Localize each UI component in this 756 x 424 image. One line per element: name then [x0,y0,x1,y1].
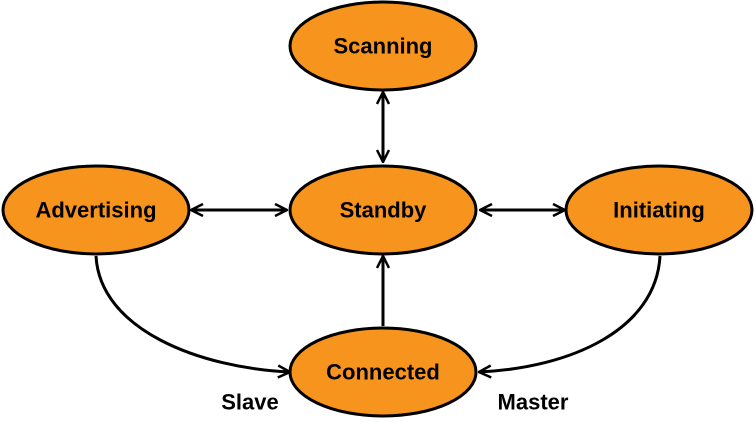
node-scanning-label: Scanning [333,34,432,59]
edge-advertising-connected [94,255,290,372]
node-connected: Connected [288,326,478,418]
node-advertising: Advertising [1,164,191,256]
node-standby: Standby [288,164,478,256]
edge-label-master: Master [498,390,569,415]
edge-initiating-connected [479,255,662,372]
node-standby-label: Standby [340,198,428,223]
node-scanning: Scanning [288,0,478,92]
node-initiating-label: Initiating [613,198,705,223]
node-advertising-label: Advertising [35,198,156,223]
node-initiating: Initiating [564,164,754,256]
edge-label-slave: Slave [221,390,279,415]
node-connected-label: Connected [326,360,440,385]
